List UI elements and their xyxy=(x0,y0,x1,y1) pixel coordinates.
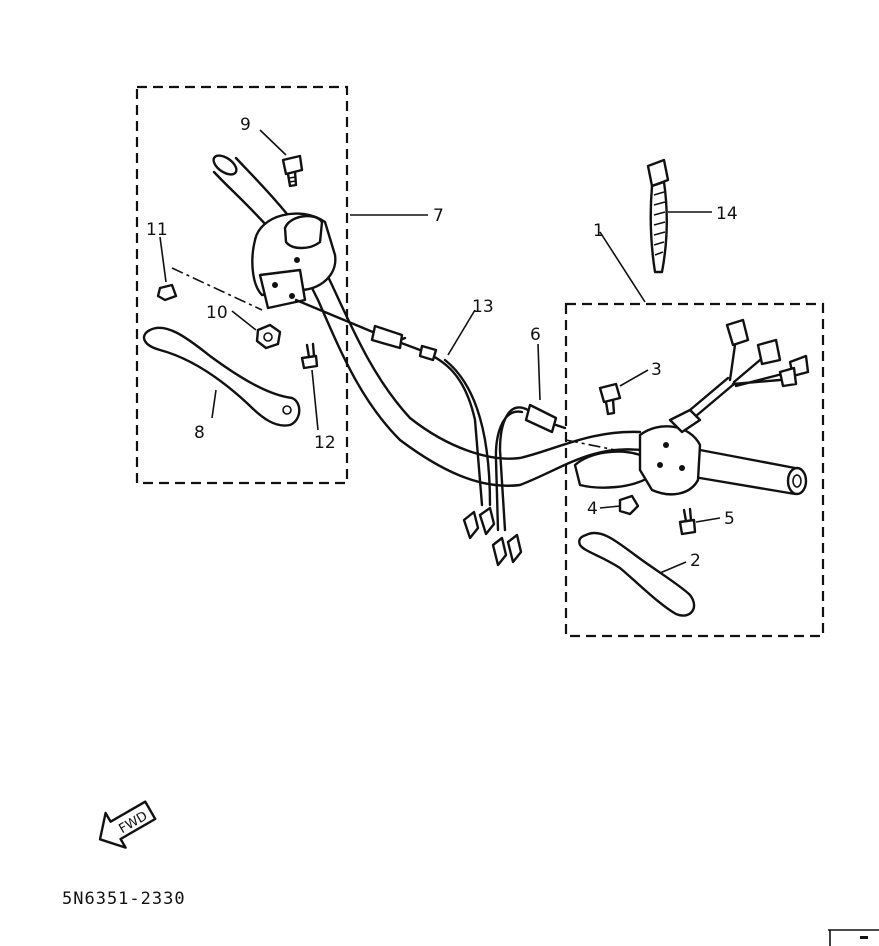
fwd-arrow-icon: FWD xyxy=(98,800,157,849)
callout-12: 12 xyxy=(314,433,336,453)
callout-11: 11 xyxy=(146,220,168,240)
left-assembly-box xyxy=(135,85,349,485)
callout-13: 13 xyxy=(472,297,494,317)
bolt-12 xyxy=(300,342,319,370)
callout-6: 6 xyxy=(530,325,541,345)
left-lever-holder xyxy=(251,212,337,310)
lever-2 xyxy=(578,531,696,617)
callout-2: 2 xyxy=(690,551,701,571)
callout-4: 4 xyxy=(587,499,598,519)
part-code: 5N6351-2330 xyxy=(62,889,186,909)
right-switch-assembly xyxy=(573,318,810,496)
bolt-9 xyxy=(281,154,304,188)
right-assembly-box xyxy=(564,302,825,638)
brake-switch-6 xyxy=(491,403,567,567)
nut-10 xyxy=(255,323,282,350)
corner-mark xyxy=(828,929,879,946)
bolt-5 xyxy=(678,507,697,536)
chain-line-right xyxy=(565,439,641,456)
callout-7: 7 xyxy=(433,206,444,226)
cable-13 xyxy=(294,298,496,540)
screw-3 xyxy=(598,382,622,416)
callout-10: 10 xyxy=(206,303,228,323)
cable-strap-14 xyxy=(646,158,670,274)
callout-1: 1 xyxy=(593,221,604,241)
leader-lines xyxy=(159,129,721,574)
callout-8: 8 xyxy=(194,423,205,443)
callout-5: 5 xyxy=(724,509,735,529)
callout-9: 9 xyxy=(240,115,251,135)
nut-4 xyxy=(618,494,640,516)
callout-14: 14 xyxy=(716,204,738,224)
nut-11 xyxy=(156,283,178,302)
lever-8 xyxy=(142,326,301,427)
chain-line-left xyxy=(171,267,263,311)
callout-3: 3 xyxy=(651,360,662,380)
